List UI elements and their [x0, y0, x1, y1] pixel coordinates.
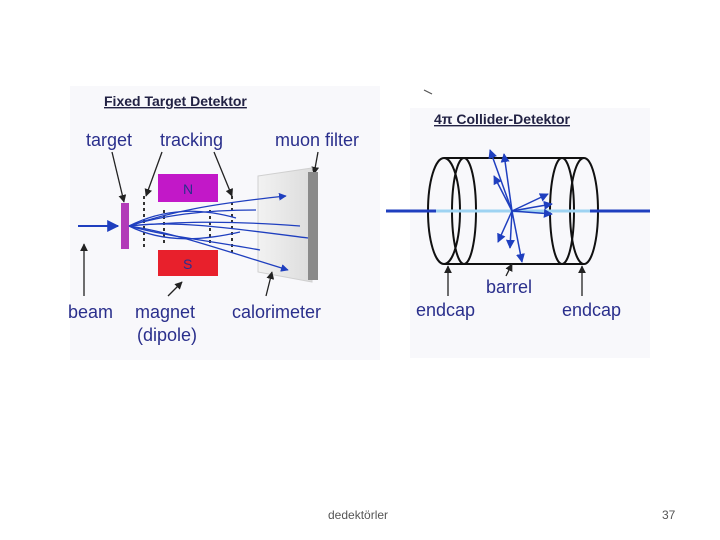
footer-title: dedektörler: [328, 508, 389, 522]
muon-filter-bar: [308, 172, 318, 280]
product-track-8: [511, 200, 553, 212]
collider-title: 4π Collider-Detektor: [434, 111, 571, 127]
target-block: [121, 203, 129, 249]
product-track-4: [497, 210, 513, 243]
magnet-north: [158, 174, 218, 202]
magnet-pointer-arrow: [167, 281, 183, 297]
particle-tracks: [128, 192, 309, 272]
target-pointer-arrow: [111, 151, 127, 203]
fixed-target-panel: Fixed Target Detektor target tracking mu…: [68, 86, 380, 360]
beam-label: beam: [68, 302, 113, 322]
track-7: [128, 210, 237, 227]
endcap-right-label: endcap: [562, 300, 621, 320]
stray-mark: [423, 89, 433, 95]
track-4: [128, 221, 301, 227]
product-track-5: [505, 210, 515, 249]
fixed-target-title: Fixed Target Detektor: [104, 93, 247, 109]
calorimeter-pointer-arrow: [265, 271, 275, 297]
calorimeter-label: calorimeter: [232, 302, 321, 322]
muon-filter-pointer-arrow: [311, 151, 320, 175]
collision-products: [488, 149, 553, 263]
product-track-6: [511, 210, 525, 263]
endcap-left-label: endcap: [416, 300, 475, 320]
collider-background: [410, 108, 650, 358]
track-3: [128, 225, 289, 272]
track-6: [128, 225, 261, 251]
magnet-label: magnet: [135, 302, 195, 322]
barrel-label: barrel: [486, 277, 532, 297]
track-8: [128, 225, 241, 240]
product-track-2: [500, 153, 513, 212]
product-track-3: [493, 175, 513, 212]
track-5: [128, 209, 257, 227]
page-number: 37: [662, 508, 676, 522]
barrel-pointer-arrow: [505, 263, 513, 277]
magnet-south-label: S: [183, 256, 192, 272]
tracking-pointer-arrow-right: [213, 151, 233, 197]
muon-filter-label: muon filter: [275, 130, 359, 150]
target-label: target: [86, 130, 132, 150]
tracking-pointer-arrow-left: [144, 151, 163, 197]
magnet-south: [158, 250, 218, 276]
product-track-9: [511, 208, 553, 218]
dipole-label: (dipole): [137, 325, 197, 345]
magnet-north-label: N: [183, 181, 193, 197]
tracking-label: tracking: [160, 130, 223, 150]
collider-panel: 4π Collider-Detektor: [386, 108, 650, 358]
product-track-7: [511, 193, 549, 212]
